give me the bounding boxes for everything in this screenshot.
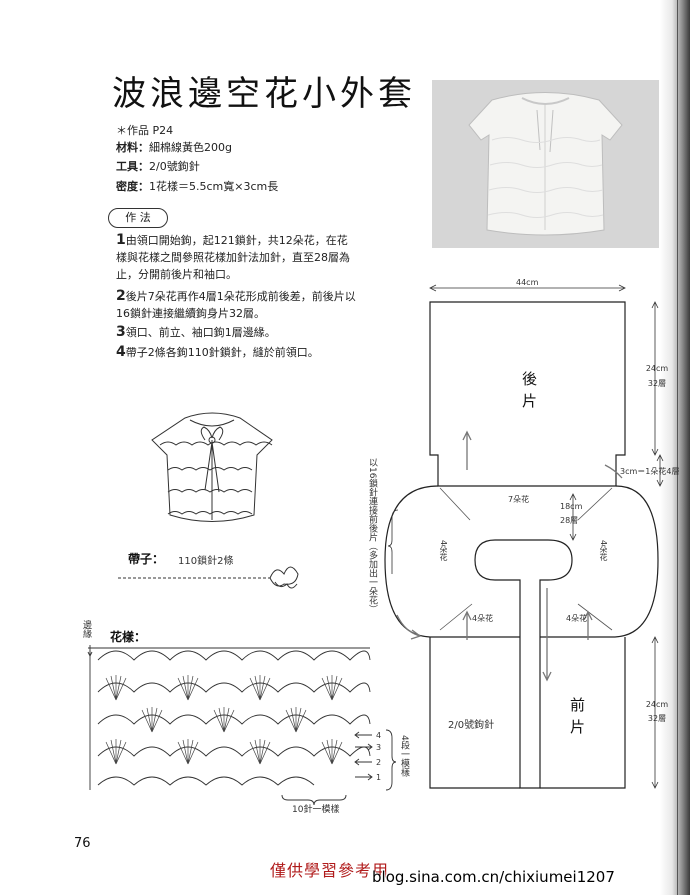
direction-arrows [396,430,623,682]
yoke-guides [439,487,613,631]
right-sleeve-flowers-label: 4朵花 [599,540,608,562]
chart-fan-lines [105,675,343,765]
chart-row-arrows [354,731,373,781]
material-label: 材料： [116,141,149,154]
garment-photo-drawing [432,80,659,248]
step-text: 由領口開始鉤，起121鎖針，共12朵花，在花樣與花樣之間參照花樣加針法加針，直至… [116,234,350,281]
step-number: 3 [116,324,126,340]
left-sleeve-flowers-label: 4朵花 [439,540,448,562]
tool-label: 工具： [116,160,149,173]
material-line: 材料：細棉線黃色200g [116,139,232,155]
page-title: 波浪邊空花小外套 [112,74,416,114]
width-top-label: 44cm [516,278,539,287]
step-1: 1由領口開始鉤，起121鎖針，共12朵花，在花樣與花樣之間參照花樣加針法加針，直… [116,232,356,283]
material-value: 細棉線黃色200g [149,141,232,154]
hook-size-label: 2/0號鉤針 [448,720,495,731]
step-number: 4 [116,344,126,360]
gauge-label: 密度： [116,180,149,193]
strap-description: 110鎖針2條 [178,556,234,567]
gauge-line: 密度：1花樣＝5.5cm寬×3cm長 [116,178,278,194]
back-height-label: 24cm [645,364,669,373]
front-left-flowers-label: 4朵花 [472,614,494,623]
side-connection-note: 以16鎖針連接前後片（多加出一朵花） [367,458,377,614]
front-panel-label: 前片 [570,696,586,736]
step-number: 2 [116,288,126,304]
strap-diagram [118,566,299,589]
step-3: 3領口、前立、袖口鉤1層邊緣。 [116,324,356,341]
method-heading: 作 法 [108,208,168,228]
row-mark-4: 4 [376,731,382,740]
step-number: 1 [116,232,126,248]
front-height-label: 24cm [645,700,669,709]
page-number: 76 [74,836,91,851]
tool-value: 2/0號鉤針 [149,160,200,173]
schematic-front-right [540,637,626,789]
step-text: 後片7朵花再作4層1朵花形成前後差，前後片以16鎖針連接繼續鉤身片32層。 [116,290,356,320]
step-2: 2後片7朵花再作4層1朵花形成前後差，前後片以16鎖針連接繼續鉤身片32層。 [116,288,356,322]
step-text: 領口、前立、袖口鉤1層邊緣。 [125,326,276,339]
book-binding-shadow [660,0,690,895]
rows-repeat-label: 4段一模樣 [399,735,409,777]
row-mark-1: 1 [376,773,382,782]
chart-shell-rows [97,650,371,786]
front-right-flowers-label: 4朵花 [566,614,588,623]
tool-line: 工具：2/0號鉤針 [116,158,200,174]
garment-photo [432,80,659,248]
back-panel-label: 後片 [522,370,538,410]
binding-edge-line [677,0,678,895]
yoke-depth-label: 18cm [560,502,583,511]
pattern-label: 花樣： [110,630,147,644]
back-flowers-label: 7朵花 [508,495,530,504]
watermark-notice: 僅供學習參考用 [270,861,390,880]
watermark-url: blog.sina.com.cn/chixiumei1207 [372,868,615,886]
step-text: 帶子2條各鉤110針鎖針，縫於前領口。 [125,346,319,359]
strap-label: 帶子： [128,552,165,566]
edge-label: 邊緣 [81,620,91,638]
cardigan-sketch [151,412,273,522]
rows-brace [385,729,397,791]
stitch-repeat-label: 10針一模樣 [292,805,340,815]
step-4: 4帶子2條各鉤110針鎖針，縫於前領口。 [116,344,356,361]
garment-schematic [384,284,664,789]
stitch-chart [87,645,397,806]
schematic-front-left [429,637,520,789]
yoke-rows-label: 28層 [560,516,579,525]
dimension-lines [429,284,664,789]
row-mark-3: 3 [376,743,382,752]
gauge-value: 1花樣＝5.5cm寬×3cm長 [149,180,279,193]
back-rows-label: 32層 [647,379,667,388]
length-difference-label: 3cm＝1朵花4層 [620,467,680,476]
schematic-neck-opening [474,539,573,789]
side-note-brace [387,509,399,574]
repeat-brace [281,794,347,806]
front-rows-label: 32層 [647,714,667,723]
row-mark-2: 2 [376,758,382,767]
work-reference: ＊作品 P24 [116,124,174,137]
